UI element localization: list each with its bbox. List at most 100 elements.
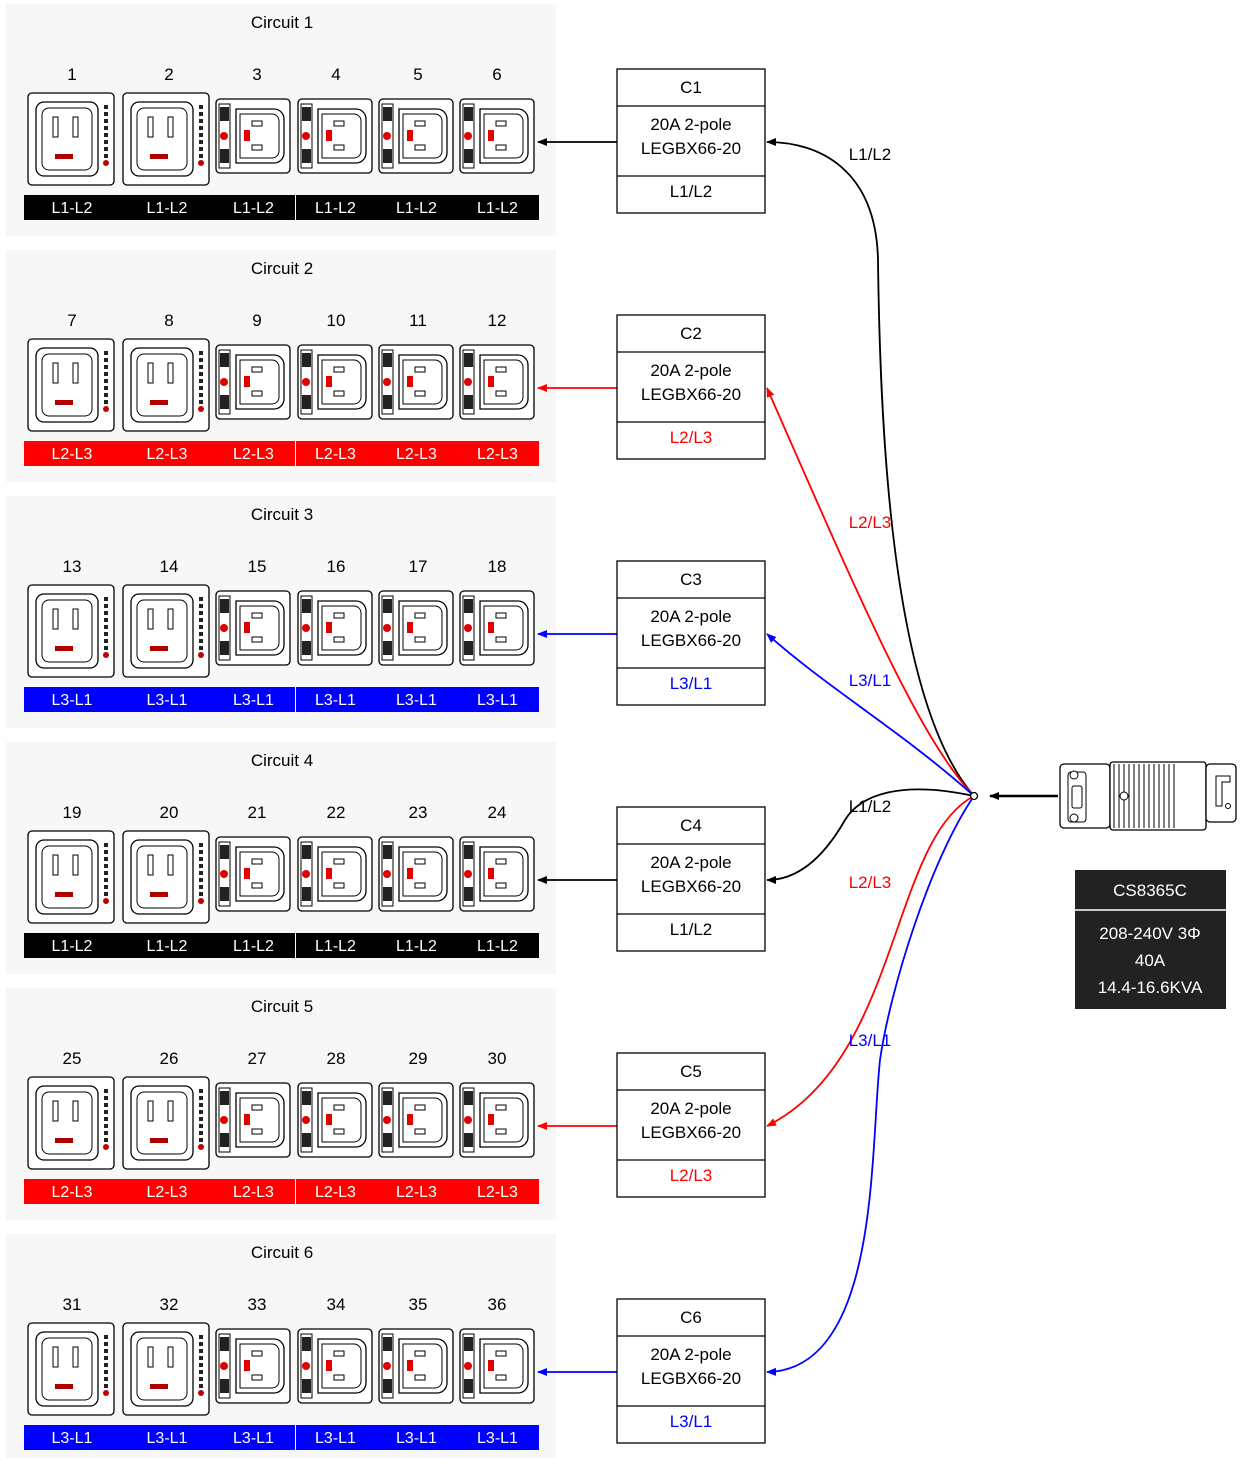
- outlet-35-c13[interactable]: [378, 1328, 454, 1404]
- c13-face: [317, 846, 367, 902]
- outlet-24-c13[interactable]: [459, 836, 535, 912]
- c19-lock-mark: [199, 372, 203, 376]
- outlet-5-c13[interactable]: [378, 98, 454, 174]
- outlet-21-c13[interactable]: [215, 836, 291, 912]
- outlet-33-c13[interactable]: [215, 1328, 291, 1404]
- outlet-13-c19[interactable]: [27, 584, 115, 678]
- outlet-phase-label: L3-L1: [315, 692, 356, 709]
- outlet-number: 20: [160, 803, 179, 822]
- c19-lock-mark: [199, 611, 203, 615]
- outlet-10-c13[interactable]: [297, 344, 373, 420]
- outlet-32-c19[interactable]: [122, 1322, 210, 1416]
- c13-slot: [251, 1128, 263, 1135]
- outlet-number: 6: [492, 65, 501, 84]
- c13-indicator-dot: [220, 132, 228, 140]
- outlet-23-c13[interactable]: [378, 836, 454, 912]
- phase-label-bar: [119, 1425, 214, 1450]
- outlet-phase-label: L1-L2: [233, 200, 274, 217]
- c19-lock-mark: [104, 843, 108, 847]
- c19-lock-mark: [104, 1356, 108, 1360]
- c13-slot: [495, 366, 507, 373]
- outlet-phase-label: L3-L1: [396, 692, 437, 709]
- outlet-30-c13[interactable]: [459, 1082, 535, 1158]
- c19-lock-mark: [199, 1103, 203, 1107]
- outlet-17-c13[interactable]: [378, 590, 454, 666]
- c13-slot: [495, 390, 507, 397]
- c19-lock-mark: [199, 632, 203, 636]
- c19-lock-mark: [104, 140, 108, 144]
- outlet-2-c19[interactable]: [122, 92, 210, 186]
- breaker-rating: 20A 2-pole: [650, 115, 731, 134]
- outlet-7-c19[interactable]: [27, 338, 115, 432]
- outlet-31-c19[interactable]: [27, 1322, 115, 1416]
- outlet-19-c19[interactable]: [27, 830, 115, 924]
- phase-label-bar: [214, 933, 295, 958]
- outlet-1-c19[interactable]: [27, 92, 115, 186]
- feed-wire-3: [766, 633, 975, 797]
- outlet-20-c19[interactable]: [122, 830, 210, 924]
- c19-lock-mark: [199, 1089, 203, 1093]
- phase-label-bar: [214, 441, 295, 466]
- outlet-29-c13[interactable]: [378, 1082, 454, 1158]
- outlet-8-c19[interactable]: [122, 338, 210, 432]
- phase-label-bar: [214, 195, 295, 220]
- c13-lock-block: [464, 887, 473, 901]
- c19-lock-mark: [199, 1342, 203, 1346]
- outlet-25-c19[interactable]: [27, 1076, 115, 1170]
- c13-slot: [251, 882, 263, 889]
- phase-label-bar: [24, 933, 119, 958]
- c13-slot: [495, 1350, 507, 1357]
- c13-lock-block: [220, 1091, 229, 1105]
- outlet-number: 7: [67, 311, 76, 330]
- outlet-3-c13[interactable]: [215, 98, 291, 174]
- outlet-26-c19[interactable]: [122, 1076, 210, 1170]
- outlet-number: 34: [327, 1295, 346, 1314]
- c19-lock-mark: [104, 639, 108, 643]
- outlet-9-c13[interactable]: [215, 344, 291, 420]
- outlet-36-c13[interactable]: [459, 1328, 535, 1404]
- plug-screw: [1069, 770, 1079, 780]
- c13-lock-block: [383, 1133, 392, 1147]
- outlet-6-c13[interactable]: [459, 98, 535, 174]
- outlet-number: 23: [409, 803, 428, 822]
- c13-slot: [495, 882, 507, 889]
- phase-label-bar: [24, 1425, 119, 1450]
- feed-wire-5: [766, 795, 975, 1127]
- c13-lock-block: [220, 887, 229, 901]
- power-inlet-plug-icon[interactable]: [1059, 761, 1237, 831]
- phase-label-bar: [119, 933, 214, 958]
- c19-indicator-dot: [103, 1390, 109, 1396]
- c19-lock-mark: [104, 878, 108, 882]
- phase-label-bar: [24, 687, 119, 712]
- outlet-number: 26: [160, 1049, 179, 1068]
- c13-lock-block: [383, 107, 392, 121]
- c13-ground-slot: [326, 622, 332, 633]
- outlet-16-c13[interactable]: [297, 590, 373, 666]
- c13-indicator-dot: [220, 1116, 228, 1124]
- feed-wire-label: L1/L2: [849, 145, 892, 164]
- outlet-27-c13[interactable]: [215, 1082, 291, 1158]
- outlet-14-c19[interactable]: [122, 584, 210, 678]
- outlet-number: 28: [327, 1049, 346, 1068]
- outlet-34-c13[interactable]: [297, 1328, 373, 1404]
- outlet-12-c13[interactable]: [459, 344, 535, 420]
- outlet-4-c13[interactable]: [297, 98, 373, 174]
- outlet-18-c13[interactable]: [459, 590, 535, 666]
- c19-lock-mark: [104, 871, 108, 875]
- outlet-15-c13[interactable]: [215, 590, 291, 666]
- c19-slot: [52, 1346, 59, 1368]
- breaker-rating: 20A 2-pole: [650, 1099, 731, 1118]
- c19-lock-mark: [104, 1138, 108, 1142]
- outlet-11-c13[interactable]: [378, 344, 454, 420]
- c19-face-inner: [41, 353, 93, 417]
- c19-lock-mark: [104, 646, 108, 650]
- outlet-22-c13[interactable]: [297, 836, 373, 912]
- c13-slot: [495, 1128, 507, 1135]
- outlet-28-c13[interactable]: [297, 1082, 373, 1158]
